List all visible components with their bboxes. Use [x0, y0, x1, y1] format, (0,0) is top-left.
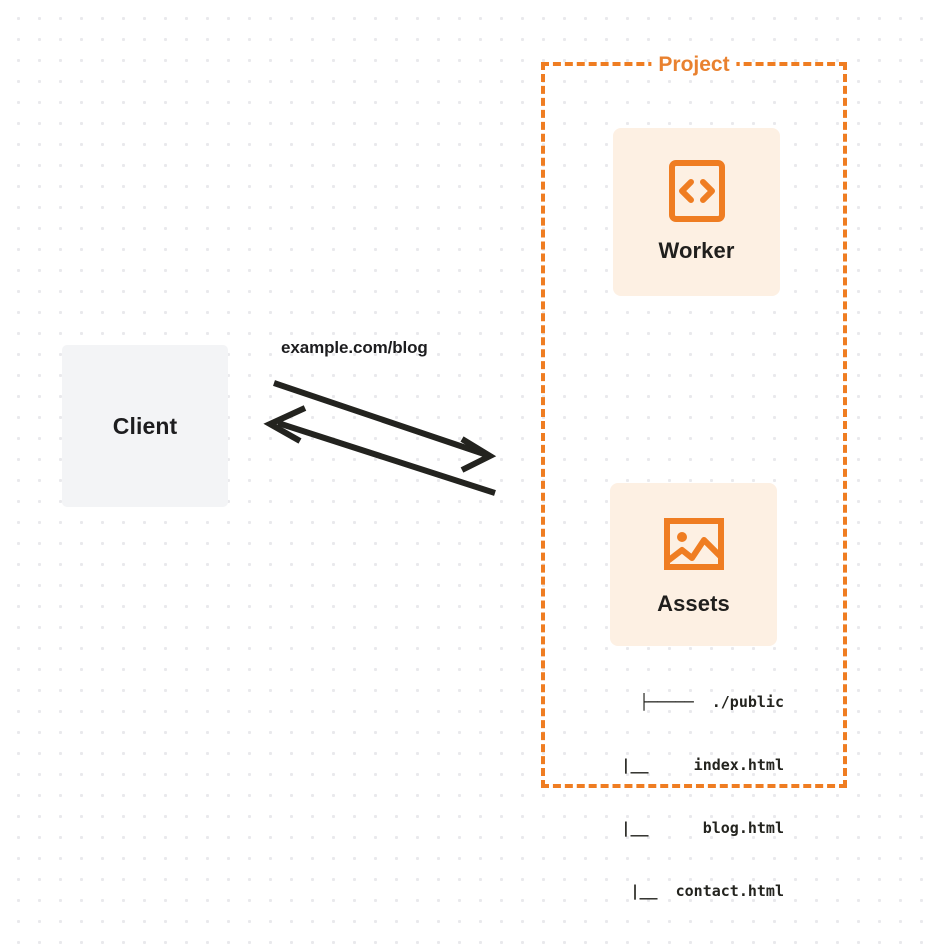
- connector-arrows: [263, 380, 497, 496]
- worker-node-label: Worker: [658, 238, 735, 263]
- file-tree-row: |__ index.html: [594, 756, 784, 774]
- diagram-canvas: Client example.com/blog Project Worker: [62, 51, 847, 900]
- connector-url-label: example.com/blog: [281, 338, 428, 357]
- project-group-label: Project: [651, 51, 737, 79]
- client-node[interactable]: Client: [62, 345, 228, 507]
- project-group-boundary: Project: [541, 51, 847, 788]
- client-node-label: Client: [112, 412, 178, 439]
- image-icon: [663, 513, 725, 575]
- assets-node[interactable]: Assets: [610, 483, 777, 646]
- response-arrow: [263, 405, 496, 496]
- worker-node[interactable]: Worker: [613, 128, 780, 296]
- file-tree-row: |__ blog.html: [594, 819, 784, 837]
- assets-file-tree: ├───── ./public |__ index.html |__ blog.…: [588, 650, 784, 944]
- file-tree-row: |__ contact.html: [603, 882, 784, 900]
- file-tree-row: ├───── ./public: [639, 693, 785, 711]
- request-arrow: [273, 380, 497, 473]
- code-brackets-icon: [666, 160, 728, 222]
- assets-node-label: Assets: [657, 590, 730, 616]
